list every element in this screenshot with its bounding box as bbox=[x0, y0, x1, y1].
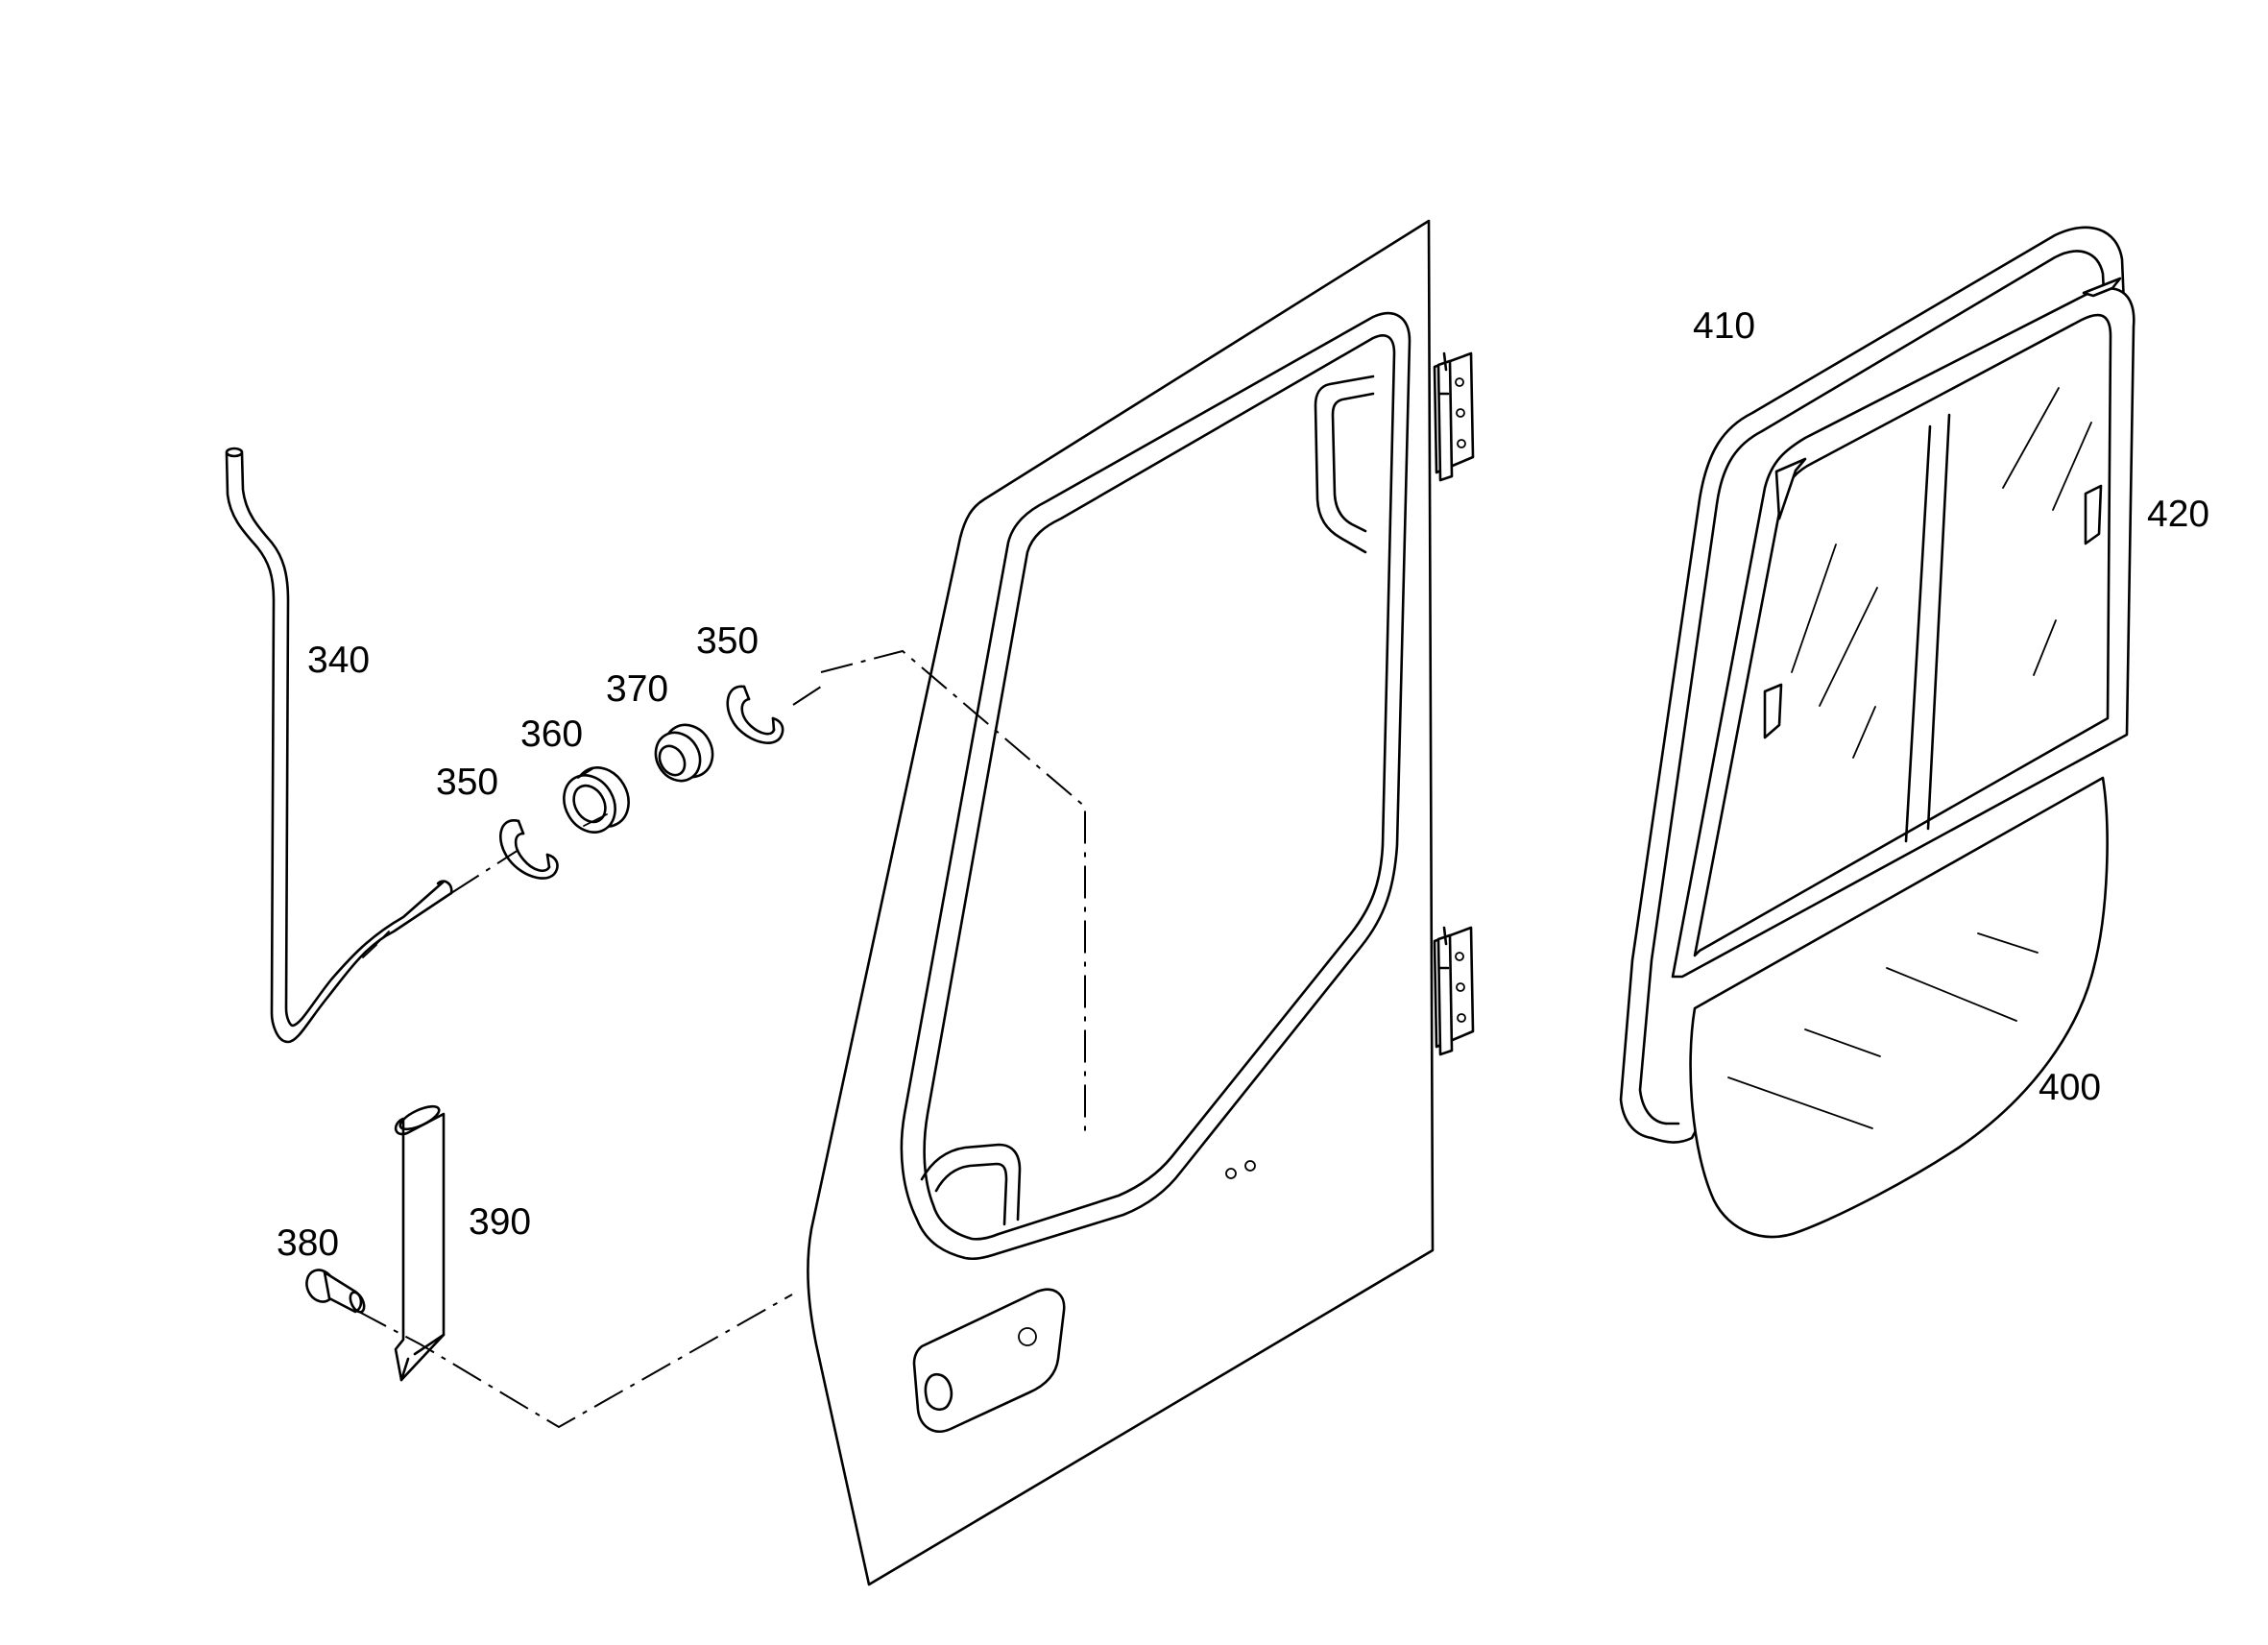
door-panel bbox=[807, 219, 1475, 1586]
rod-part bbox=[225, 447, 453, 1044]
callout-350-lower: 350 bbox=[436, 762, 498, 803]
callout-370: 370 bbox=[606, 668, 668, 710]
retaining-ring-part bbox=[499, 819, 559, 880]
assembly-center-lines bbox=[356, 649, 1086, 1429]
window-frame-part bbox=[1619, 226, 2126, 1144]
lower-hinge bbox=[1433, 926, 1475, 1056]
callout-350-upper: 350 bbox=[696, 620, 759, 662]
lower-glass-part bbox=[1689, 776, 2109, 1239]
grommet-part bbox=[654, 723, 714, 783]
bracket-part bbox=[394, 1104, 446, 1382]
pin-part bbox=[305, 1269, 366, 1314]
bushing-part bbox=[563, 766, 630, 834]
callout-420: 420 bbox=[2147, 494, 2209, 535]
callout-410: 410 bbox=[1693, 305, 1755, 347]
callout-340: 340 bbox=[307, 640, 370, 681]
upper-hinge bbox=[1433, 351, 1475, 482]
callout-380: 380 bbox=[277, 1222, 339, 1264]
callout-400: 400 bbox=[2039, 1067, 2101, 1108]
retaining-ring-upper-part bbox=[726, 685, 784, 744]
sliding-glass-part bbox=[1671, 277, 2135, 979]
callout-360: 360 bbox=[520, 714, 583, 755]
callout-390: 390 bbox=[469, 1201, 531, 1243]
